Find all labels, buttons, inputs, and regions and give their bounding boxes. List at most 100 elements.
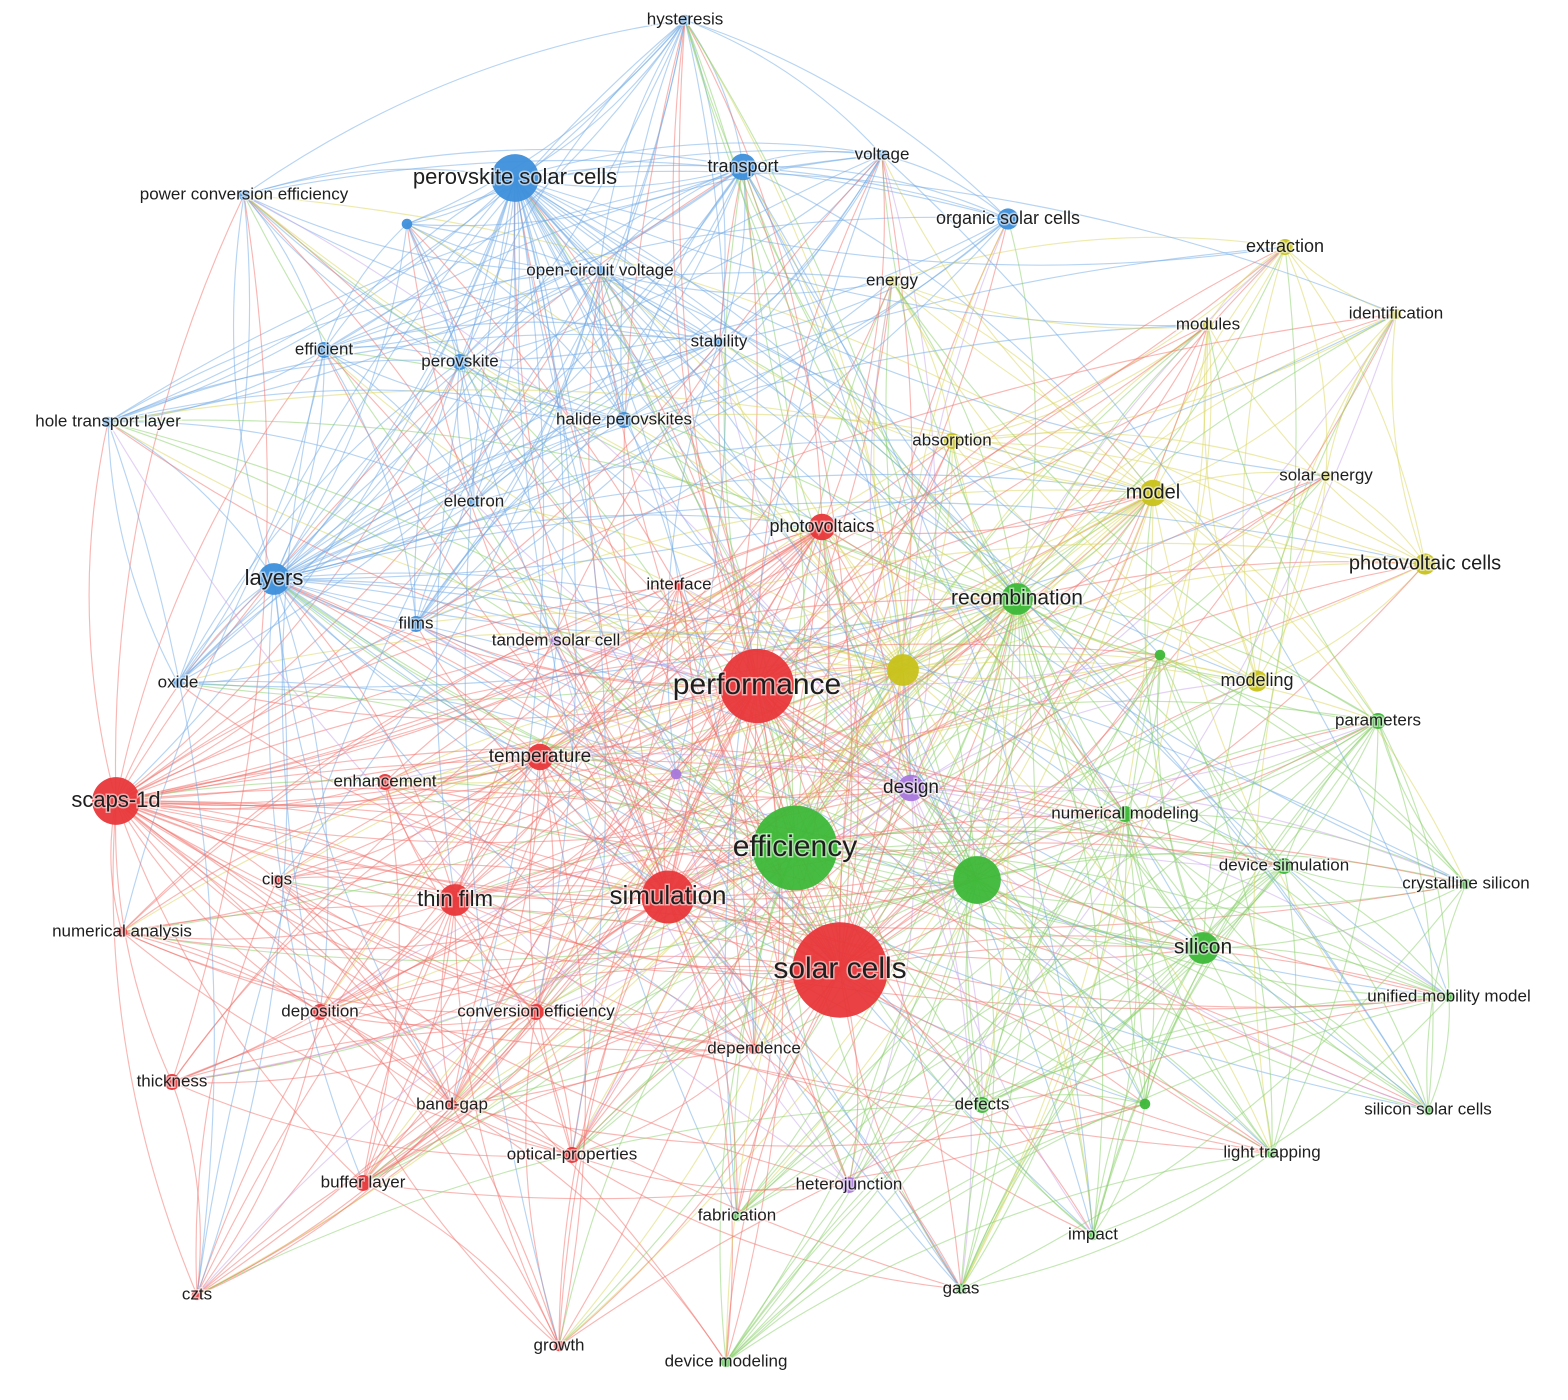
- node-cigs[interactable]: [271, 874, 283, 886]
- node-stability[interactable]: [713, 336, 725, 348]
- node-modeling[interactable]: [1246, 670, 1268, 692]
- label-open-circuit-voltage[interactable]: open-circuit voltage: [525, 259, 675, 281]
- node-hysteresis[interactable]: [679, 14, 691, 26]
- label-enhancement[interactable]: enhancement: [332, 770, 438, 792]
- label-extraction[interactable]: extraction: [1244, 234, 1325, 257]
- label-organic-solar-cells[interactable]: organic solar cells: [934, 206, 1081, 229]
- label-thin-film[interactable]: thin film: [416, 884, 495, 912]
- node-unlabeled-green-3[interactable]: [1139, 1098, 1151, 1110]
- label-impact[interactable]: impact: [1066, 1223, 1119, 1245]
- label-perovskite[interactable]: perovskite: [420, 350, 500, 372]
- label-films[interactable]: films: [397, 612, 435, 634]
- label-silicon[interactable]: silicon: [1172, 934, 1233, 960]
- node-heterojunction[interactable]: [841, 1177, 857, 1193]
- node-organic-solar-cells[interactable]: [997, 208, 1019, 230]
- label-photovoltaic-cells[interactable]: photovoltaic cells: [1347, 551, 1502, 576]
- node-conversion-efficiency[interactable]: [528, 1004, 544, 1020]
- node-enhancement[interactable]: [377, 774, 393, 790]
- label-modules[interactable]: modules: [1174, 313, 1241, 335]
- label-efficient[interactable]: efficient: [293, 338, 355, 360]
- node-unlabeled-yellow[interactable]: [887, 654, 919, 686]
- node-efficient[interactable]: [316, 342, 332, 358]
- label-silicon-solar-cells[interactable]: silicon solar cells: [1363, 1098, 1494, 1120]
- node-deposition[interactable]: [312, 1004, 328, 1020]
- label-performance[interactable]: performance: [671, 666, 842, 702]
- node-unified-mobility-model[interactable]: [1443, 991, 1455, 1003]
- node-unlabeled-blue[interactable]: [401, 218, 413, 230]
- node-transport[interactable]: [729, 153, 757, 181]
- node-photovoltaic-cells[interactable]: [1414, 553, 1436, 575]
- label-device-simulation[interactable]: device simulation: [1217, 854, 1350, 876]
- node-optical-properties[interactable]: [564, 1147, 580, 1163]
- label-light-trapping[interactable]: light trapping: [1222, 1141, 1322, 1163]
- label-numerical-modeling[interactable]: numerical modeling: [1050, 802, 1200, 824]
- node-numerical-modeling[interactable]: [1117, 806, 1133, 822]
- node-solar-energy[interactable]: [1320, 470, 1332, 482]
- node-buffer-layer[interactable]: [355, 1175, 371, 1191]
- label-band-gap[interactable]: band-gap: [415, 1093, 490, 1115]
- label-buffer-layer[interactable]: buffer layer: [319, 1171, 407, 1193]
- node-design[interactable]: [897, 774, 925, 802]
- node-identification[interactable]: [1390, 308, 1402, 320]
- node-unlabeled-green-2[interactable]: [953, 856, 1001, 904]
- node-extraction[interactable]: [1277, 239, 1293, 255]
- label-temperature[interactable]: temperature: [487, 745, 592, 769]
- label-scaps-1d[interactable]: scaps-1d: [70, 785, 162, 813]
- label-stability[interactable]: stability: [689, 330, 749, 352]
- label-unified-mobility-model[interactable]: unified mobility model: [1366, 985, 1532, 1007]
- label-solar-energy[interactable]: solar energy: [1278, 464, 1375, 486]
- label-crystalline-silicon[interactable]: crystalline silicon: [1401, 872, 1532, 894]
- node-band-gap[interactable]: [446, 1099, 458, 1111]
- node-crystalline-silicon[interactable]: [1460, 878, 1472, 890]
- label-oxide[interactable]: oxide: [156, 671, 200, 693]
- node-czts[interactable]: [191, 1289, 203, 1301]
- label-efficiency[interactable]: efficiency: [731, 828, 859, 864]
- label-numerical-analysis[interactable]: numerical analysis: [51, 920, 194, 942]
- label-identification[interactable]: identification: [1347, 302, 1445, 324]
- node-recombination[interactable]: [1001, 583, 1033, 615]
- node-scaps-1d[interactable]: [92, 777, 140, 825]
- node-light-trapping[interactable]: [1266, 1147, 1278, 1159]
- node-growth[interactable]: [553, 1340, 565, 1352]
- label-absorption[interactable]: absorption: [911, 429, 993, 451]
- label-voltage[interactable]: voltage: [853, 143, 911, 165]
- node-electron[interactable]: [468, 496, 480, 508]
- node-voltage[interactable]: [876, 149, 888, 161]
- node-perovskite-solar-cells[interactable]: [491, 154, 539, 202]
- node-temperature[interactable]: [526, 743, 554, 771]
- node-modules[interactable]: [1202, 319, 1214, 331]
- node-interface[interactable]: [673, 579, 685, 591]
- label-photovoltaics[interactable]: photovoltaics: [768, 514, 876, 537]
- label-simulation[interactable]: simulation: [608, 878, 728, 911]
- node-thickness[interactable]: [164, 1074, 180, 1090]
- node-defects[interactable]: [974, 1097, 990, 1113]
- node-layers[interactable]: [258, 563, 290, 595]
- label-electron[interactable]: electron: [442, 490, 505, 512]
- node-energy[interactable]: [886, 275, 898, 287]
- label-power-conversion-efficiency[interactable]: power conversion efficiency: [138, 183, 350, 205]
- node-hole-transport-layer[interactable]: [102, 416, 114, 428]
- label-dependence[interactable]: dependence: [706, 1037, 803, 1059]
- label-deposition[interactable]: deposition: [280, 1000, 361, 1022]
- node-silicon-solar-cells[interactable]: [1422, 1104, 1434, 1116]
- node-impact[interactable]: [1087, 1229, 1099, 1241]
- node-dependence[interactable]: [748, 1043, 760, 1055]
- label-gaas[interactable]: gaas: [941, 1277, 981, 1299]
- label-hole-transport-layer[interactable]: hole transport layer: [34, 410, 183, 432]
- node-device-modeling[interactable]: [720, 1356, 732, 1368]
- label-hysteresis[interactable]: hysteresis: [645, 8, 725, 30]
- label-fabrication[interactable]: fabrication: [696, 1204, 777, 1226]
- node-unlabeled-purple[interactable]: [670, 768, 682, 780]
- label-device-modeling[interactable]: device modeling: [663, 1350, 789, 1372]
- node-simulation[interactable]: [641, 870, 695, 924]
- label-energy[interactable]: energy: [865, 269, 920, 291]
- node-halide-perovskites[interactable]: [616, 412, 632, 428]
- label-modeling[interactable]: modeling: [1219, 668, 1295, 691]
- label-solar-cells[interactable]: solar cells: [772, 950, 908, 986]
- label-transport[interactable]: transport: [706, 154, 780, 177]
- node-efficiency[interactable]: [752, 805, 838, 891]
- label-cigs[interactable]: cigs: [260, 868, 293, 890]
- label-optical-properties[interactable]: optical-properties: [505, 1143, 638, 1165]
- node-oxide[interactable]: [172, 677, 184, 689]
- node-device-simulation[interactable]: [1276, 858, 1292, 874]
